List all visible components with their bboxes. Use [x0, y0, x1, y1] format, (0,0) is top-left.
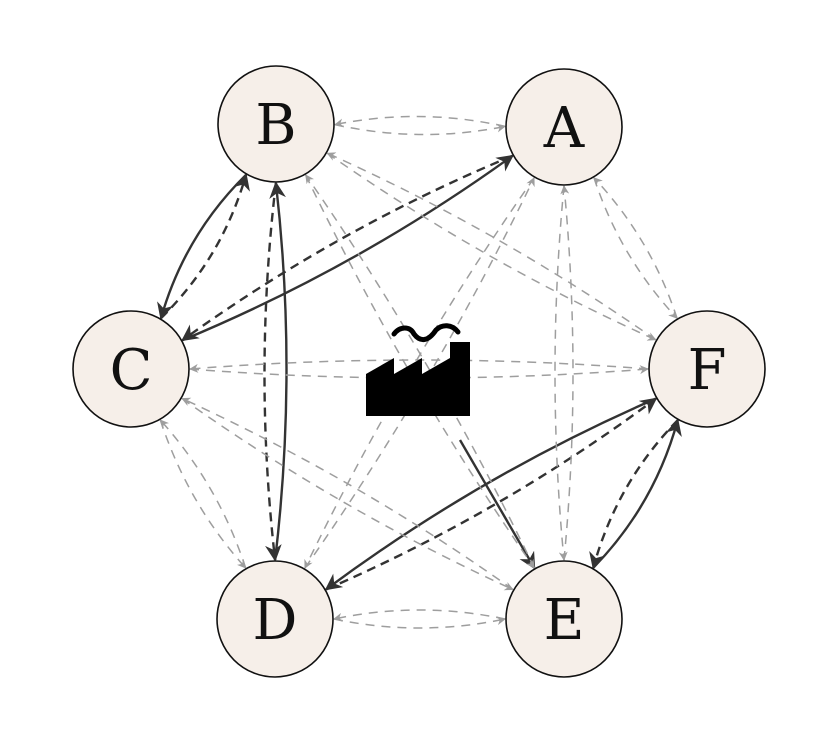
edge-c-to-b [160, 173, 250, 320]
edge-f-to-b [326, 152, 657, 341]
node-e-circle [505, 560, 623, 678]
edge-b-to-f [326, 152, 657, 341]
node-f-label: F [688, 338, 727, 403]
edge-b-to-c [157, 173, 247, 320]
edge-d-to-c [159, 419, 247, 569]
edge-a-to-f [593, 177, 678, 319]
edge-d-to-e [333, 616, 506, 629]
node-a: A [505, 68, 623, 186]
edge-f-to-e [589, 419, 679, 570]
edge-e-to-f [592, 418, 682, 569]
edge-d-to-f [325, 397, 658, 591]
edge-b-to-d [263, 182, 282, 562]
edge-a-to-e [554, 185, 568, 561]
edge-depot-to-e [458, 439, 536, 570]
node-e: E [505, 560, 623, 678]
node-d-label: D [253, 588, 298, 653]
edge-a-to-b [334, 115, 506, 128]
edge-c-to-d [159, 419, 247, 569]
edge-c-to-a [182, 154, 514, 342]
node-f: F [648, 310, 766, 428]
edge-e-to-b [305, 174, 535, 569]
edge-e-to-c [181, 397, 514, 591]
node-a-circle [505, 68, 623, 186]
factory-icon [366, 323, 470, 416]
node-b-circle [217, 65, 335, 183]
edge-b-to-a [334, 123, 506, 136]
edge-e-to-d [333, 609, 506, 622]
node-d-circle [216, 560, 334, 678]
node-e-label: E [544, 588, 585, 653]
node-c-circle [72, 310, 190, 428]
edge-e-to-a [560, 185, 574, 561]
edge-a-to-c [181, 154, 513, 342]
edge-f-to-a [593, 177, 678, 319]
node-b: B [217, 65, 335, 183]
node-a-label: A [543, 96, 585, 161]
node-c: C [72, 310, 190, 428]
edge-c-to-e [181, 397, 514, 591]
edge-d-to-b [269, 181, 288, 561]
node-c-label: C [110, 338, 153, 403]
node-d: D [216, 560, 334, 678]
node-b-label: B [255, 93, 296, 158]
node-f-circle [648, 310, 766, 428]
